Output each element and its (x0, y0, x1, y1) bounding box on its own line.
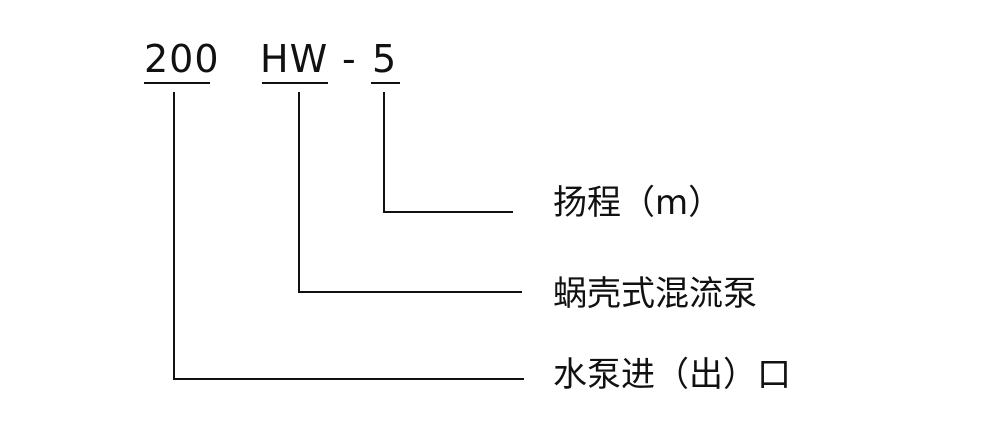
code-part2: HW (260, 37, 329, 81)
connector-head (383, 92, 513, 213)
label-pump-type: 蜗壳式混流泵 (553, 274, 757, 314)
code-part1: 200 (144, 37, 220, 81)
label-inlet: 水泵进（出）口 (553, 355, 791, 395)
code-part3: 5 (372, 37, 398, 81)
label-head: 扬程（m） (553, 183, 723, 223)
connector-pump-type (298, 92, 522, 293)
code-separator: - (342, 37, 357, 81)
connector-inlet (173, 92, 524, 380)
